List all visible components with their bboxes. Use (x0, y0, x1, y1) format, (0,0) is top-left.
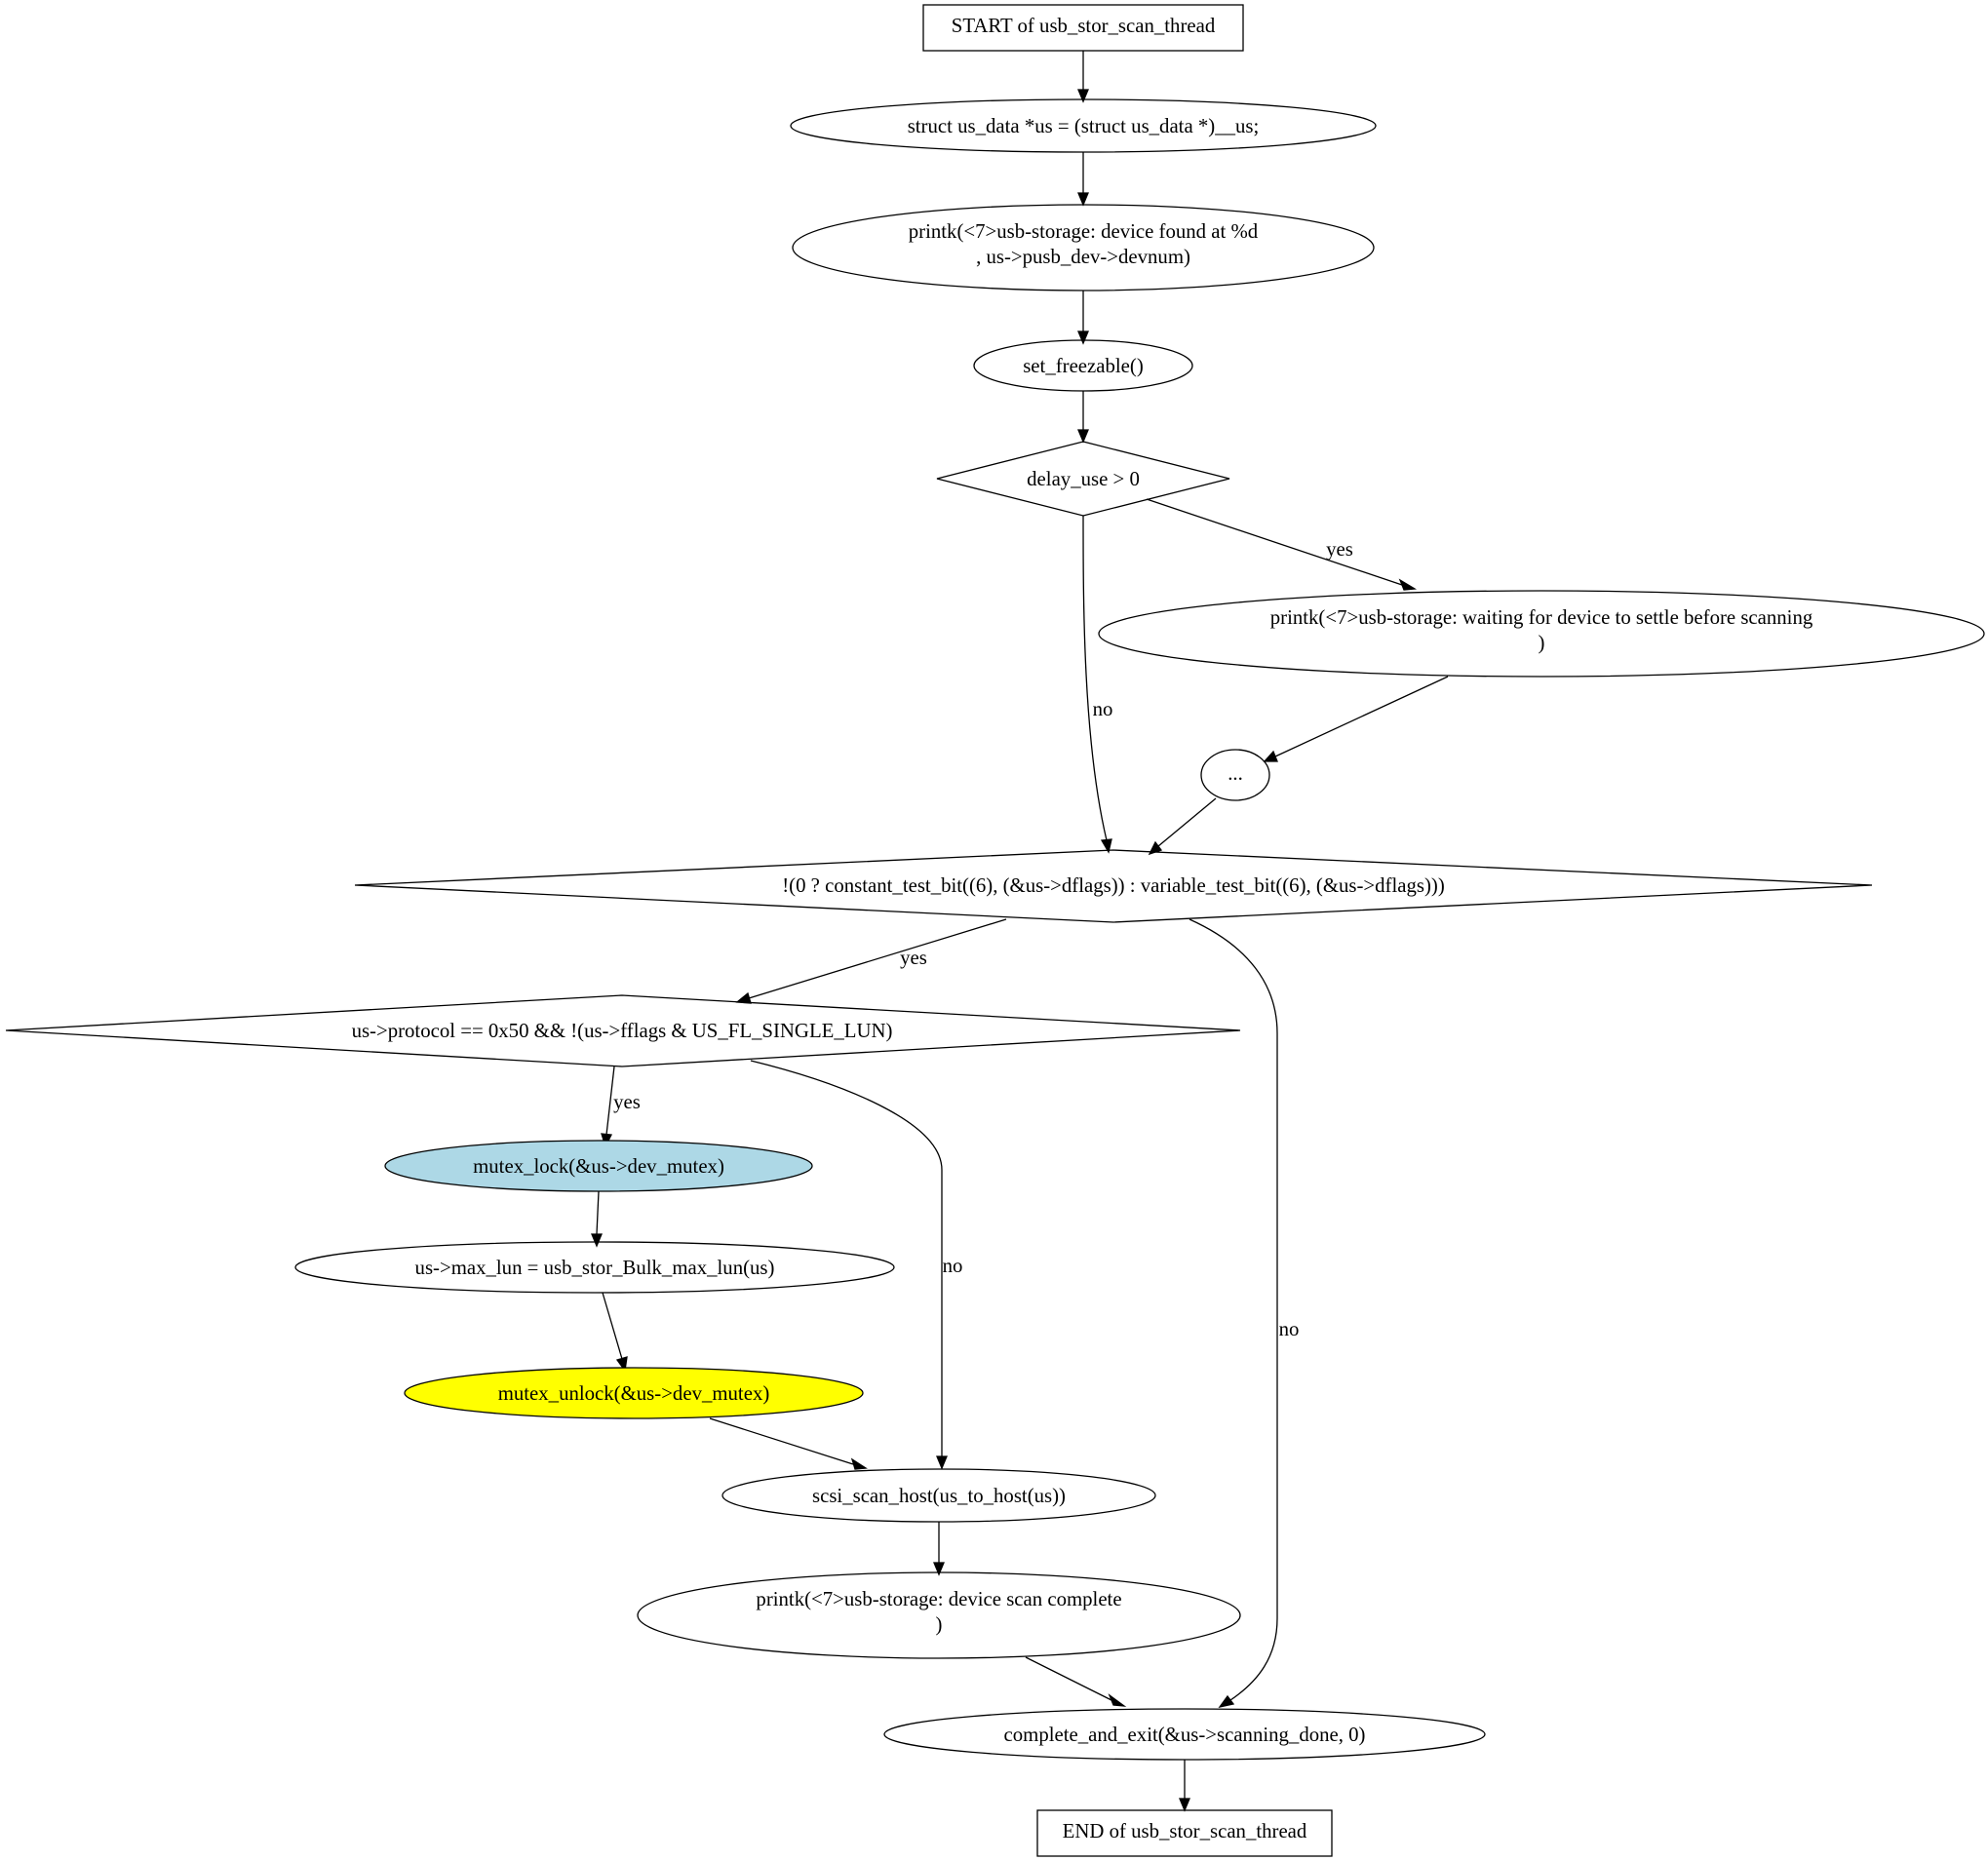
node-scsi-scan: scsi_scan_host(us_to_host(us)) (721, 1468, 1156, 1523)
us-decl-ellipse (790, 98, 1377, 153)
mutex-unlock-label: mutex_unlock(&us->dev_mutex) (498, 1382, 770, 1405)
arrowhead (1100, 838, 1112, 854)
arrowhead (850, 1457, 868, 1470)
printk-waiting-line2: ) (1539, 632, 1545, 654)
protocol-check-label: us->protocol == 0x50 && !(us->fflags & U… (352, 1020, 893, 1042)
delay-check-label: delay_use > 0 (1027, 468, 1140, 490)
node-protocol-check: us->protocol == 0x50 && !(us->fflags & U… (5, 994, 1241, 1067)
node-printk-found: printk(<7>usb-storage: device found at %… (792, 204, 1375, 291)
edge-label-delay-no: no (1093, 698, 1113, 720)
set-freezable-label: set_freezable() (1023, 355, 1144, 377)
scsi-scan-ellipse (721, 1468, 1156, 1523)
edge-label-disconnect-no: no (1279, 1318, 1300, 1340)
arrowhead (1179, 1798, 1190, 1812)
arrowhead (591, 1233, 603, 1248)
start-label: START of usb_stor_scan_thread (952, 15, 1216, 37)
arrowhead (1263, 750, 1278, 762)
complete-exit-ellipse (883, 1708, 1486, 1761)
disconnect-check-diamond (354, 849, 1873, 923)
edge-delay-no (1082, 515, 1108, 841)
mutex-lock-ellipse (384, 1140, 813, 1192)
disconnect-check-label: !(0 ? constant_test_bit((6), (&us->dflag… (782, 874, 1445, 897)
node-max-lun: us->max_lun = usb_stor_Bulk_max_lun(us) (294, 1241, 895, 1294)
complete-exit-label: complete_and_exit(&us->scanning_done, 0) (1004, 1724, 1366, 1746)
edge-ellipsis-to-disconnect (1157, 797, 1217, 847)
arrowhead (1108, 1693, 1127, 1707)
arrowhead (1398, 578, 1418, 591)
ellipsis-circle (1200, 749, 1270, 801)
edge-label-protocol-no: no (943, 1255, 963, 1277)
edge-label-protocol-yes: yes (613, 1091, 641, 1113)
node-delay-check: delay_use > 0 (936, 441, 1230, 517)
edges (591, 51, 1449, 1812)
us-decl-label: struct us_data *us = (struct us_data *)_… (908, 115, 1260, 137)
node-set-freezable: set_freezable() (973, 339, 1193, 392)
start-box (922, 4, 1244, 52)
edge-label-disconnect-yes: yes (900, 947, 927, 969)
node-start: START of usb_stor_scan_thread (922, 4, 1244, 52)
node-mutex-unlock: mutex_unlock(&us->dev_mutex) (404, 1367, 864, 1419)
edge-protocol-yes (605, 1066, 615, 1136)
printk-complete-line1: printk(<7>usb-storage: device scan compl… (756, 1588, 1121, 1610)
edge-lock-to-maxlun (596, 1190, 600, 1235)
printk-complete-ellipse (637, 1571, 1241, 1659)
arrowhead (1218, 1694, 1235, 1708)
set-freezable-ellipse (973, 339, 1193, 392)
edge-labels: yes no yes no yes no (613, 538, 1353, 1340)
protocol-check-diamond (5, 994, 1241, 1067)
arrowhead (933, 1562, 945, 1576)
arrowhead (1077, 89, 1089, 103)
mutex-lock-label: mutex_lock(&us->dev_mutex) (473, 1155, 724, 1178)
scsi-scan-label: scsi_scan_host(us_to_host(us)) (812, 1485, 1066, 1507)
node-disconnect-check: !(0 ? constant_test_bit((6), (&us->dflag… (354, 849, 1873, 923)
end-box (1036, 1809, 1333, 1857)
delay-check-diamond (936, 441, 1230, 517)
arrowhead (1077, 192, 1089, 207)
printk-waiting-line1: printk(<7>usb-storage: waiting for devic… (1270, 606, 1813, 629)
edge-unlock-to-scsi (709, 1417, 854, 1465)
mutex-unlock-ellipse (404, 1367, 864, 1419)
max-lun-ellipse (294, 1241, 895, 1294)
end-label: END of usb_stor_scan_thread (1063, 1820, 1307, 1842)
edge-waiting-to-ellipsis (1274, 676, 1449, 757)
printk-found-line2: , us->pusb_dev->devnum) (976, 246, 1190, 268)
edge-delay-yes (1146, 498, 1403, 586)
node-us-decl: struct us_data *us = (struct us_data *)_… (790, 98, 1377, 153)
edge-protocol-no (750, 1060, 943, 1456)
node-mutex-lock: mutex_lock(&us->dev_mutex) (384, 1140, 813, 1192)
ellipsis-label: ... (1228, 762, 1243, 785)
printk-found-ellipse (792, 204, 1375, 291)
arrowhead (1077, 330, 1089, 345)
edge-disconnect-yes (748, 918, 1007, 999)
edge-printk-complete-to-exit (1025, 1656, 1112, 1701)
max-lun-label: us->max_lun = usb_stor_Bulk_max_lun(us) (415, 1257, 775, 1279)
printk-found-line1: printk(<7>usb-storage: device found at %… (909, 220, 1259, 243)
printk-complete-line2: ) (936, 1613, 943, 1636)
node-printk-complete: printk(<7>usb-storage: device scan compl… (637, 1571, 1241, 1659)
node-end: END of usb_stor_scan_thread (1036, 1809, 1333, 1857)
arrowhead (1077, 429, 1089, 444)
node-ellipsis: ... (1200, 749, 1270, 801)
edge-maxlun-to-unlock (602, 1292, 623, 1360)
arrowhead (936, 1455, 948, 1470)
edge-disconnect-no (1189, 918, 1278, 1701)
node-complete-exit: complete_and_exit(&us->scanning_done, 0) (883, 1708, 1486, 1761)
edge-label-delay-yes: yes (1326, 538, 1353, 561)
node-printk-waiting: printk(<7>usb-storage: waiting for devic… (1098, 590, 1985, 678)
printk-waiting-ellipse (1098, 590, 1985, 678)
